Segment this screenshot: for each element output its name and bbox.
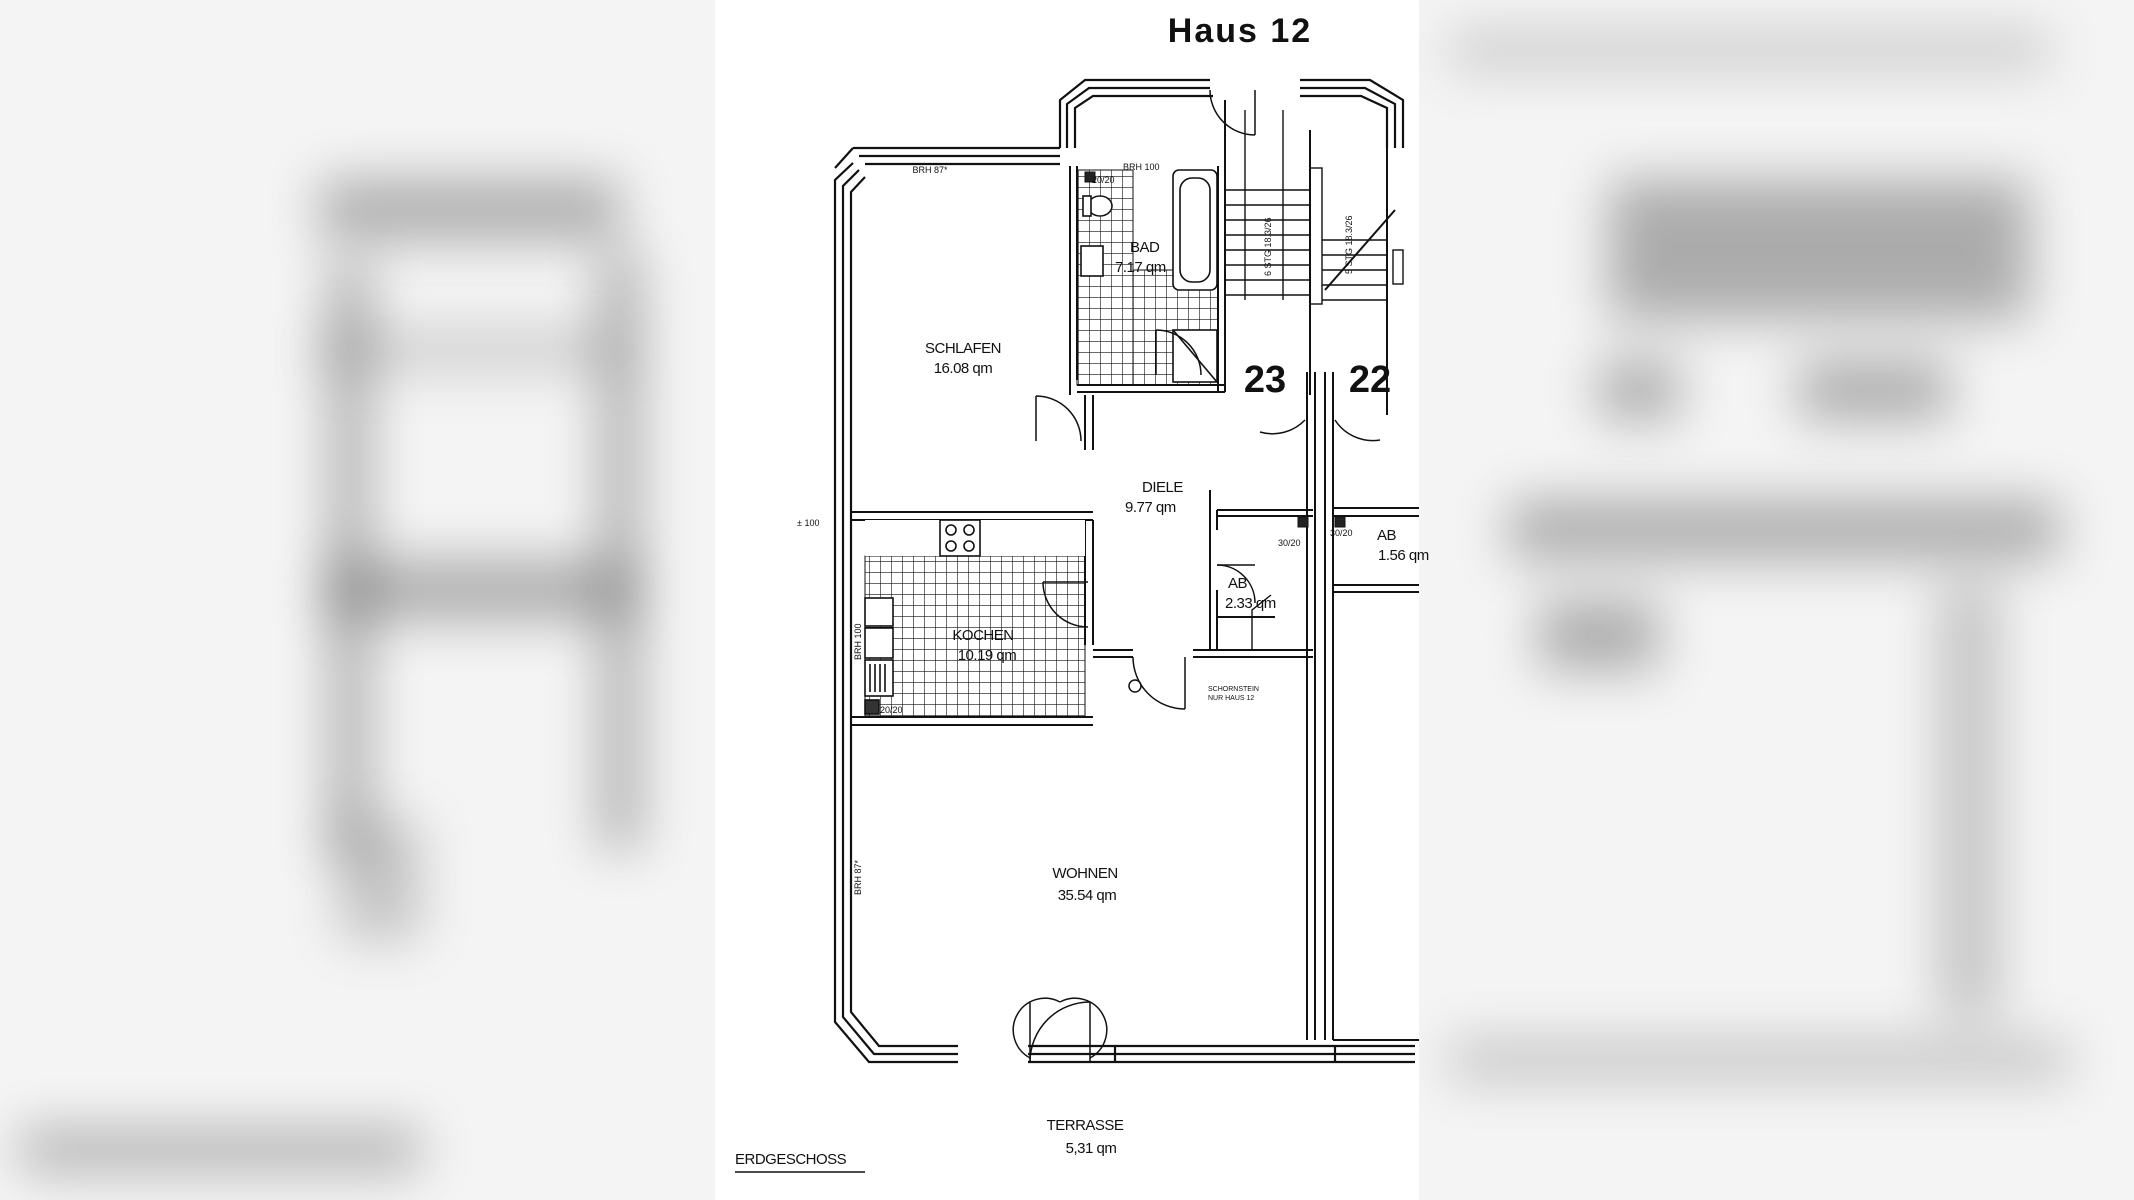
room-name-ab-right: AB [1377, 527, 1397, 544]
shaft-bath-label: 20/20 [1092, 175, 1115, 185]
shaft-ab-left-label: 30/20 [1278, 538, 1301, 548]
room-area-ab-right: 1.56 qm [1378, 547, 1429, 564]
shaft-ab-right-label: 30/20 [1330, 528, 1353, 538]
room-area-ab-left: 2.33 qm [1225, 595, 1276, 612]
unit-number-right: 22 [1349, 359, 1391, 401]
terrace-name: TERRASSE [1047, 1117, 1124, 1134]
room-name-wohnen: WOHNEN [1052, 865, 1117, 882]
room-name-schlafen: SCHLAFEN [925, 340, 1001, 357]
toilet-tank [1082, 195, 1092, 217]
terrace-area: 5,31 qm [1066, 1140, 1117, 1157]
stair-left-label: 6 STG 18.3/26 [1263, 217, 1273, 276]
floor-plan-drawing: Haus 12 23 22 SCHLAFEN 16.08 qm BAD 7.17… [735, 12, 1429, 1173]
level-mark-label: ± 100 [797, 518, 819, 528]
unit-number-left: 23 [1244, 359, 1286, 401]
chimney-label-line2: NUR HAUS 12 [1208, 695, 1254, 702]
room-area-wohnen: 35.54 qm [1058, 887, 1117, 904]
door-entrance [1209, 89, 1256, 136]
bathroom-fixtures [1080, 169, 1218, 383]
room-name-diele: DIELE [1142, 479, 1183, 496]
door-living [1132, 656, 1186, 710]
cooktop [939, 519, 981, 557]
room-area-diele: 9.77 qm [1125, 499, 1176, 516]
door-unit-23 [1259, 419, 1306, 435]
room-name-ab-left: AB [1228, 575, 1248, 592]
washbasin [1080, 245, 1104, 277]
brh-top-label: BRH 87* [912, 165, 948, 175]
door-terrace [1029, 1001, 1091, 1063]
brh-living-label: BRH 87* [853, 859, 863, 895]
blurred-background-right [1419, 0, 2134, 1200]
kitchen-tile-floor [864, 555, 1086, 718]
stairs [1225, 110, 1404, 305]
chimney-label-line1: SCHORNSTEIN [1208, 686, 1259, 693]
bathtub-basin [1179, 177, 1211, 283]
floor-plan-sheet: Haus 12 23 22 SCHLAFEN 16.08 qm BAD 7.17… [715, 0, 1429, 1200]
kitchen-sink [864, 627, 894, 659]
room-area-bad: 7.17 qm [1115, 259, 1166, 276]
room-name-bad: BAD [1130, 239, 1160, 256]
brh-kitchen-label: BRH 100 [853, 623, 863, 660]
door-handle [1128, 679, 1142, 693]
stair-right-label: 5 STG 18.3/26 [1344, 215, 1354, 274]
room-area-kochen: 10.19 qm [958, 647, 1017, 664]
brh-bath-label: BRH 100 [1123, 162, 1160, 172]
floor-label: ERDGESCHOSS [735, 1151, 847, 1168]
door-unit-22 [1334, 419, 1381, 442]
doors [1012, 89, 1381, 1063]
room-name-kochen: KOCHEN [952, 627, 1013, 644]
door-bedroom [1035, 395, 1082, 442]
door-bathroom [1155, 329, 1202, 376]
shaft-kitchen-label: 20/20 [880, 705, 903, 715]
kitchen-shaft [864, 699, 880, 715]
kitchen-fixtures [864, 519, 981, 715]
blurred-background-left [0, 0, 715, 1200]
chimney-marker [1251, 594, 1272, 650]
house-title: Haus 12 [1168, 12, 1312, 50]
shafts [1084, 171, 1346, 528]
kitchen-cabinet [864, 597, 894, 627]
room-area-schlafen: 16.08 qm [934, 360, 993, 377]
exterior-walls [833, 78, 1415, 1064]
door-kitchen [1042, 581, 1089, 628]
